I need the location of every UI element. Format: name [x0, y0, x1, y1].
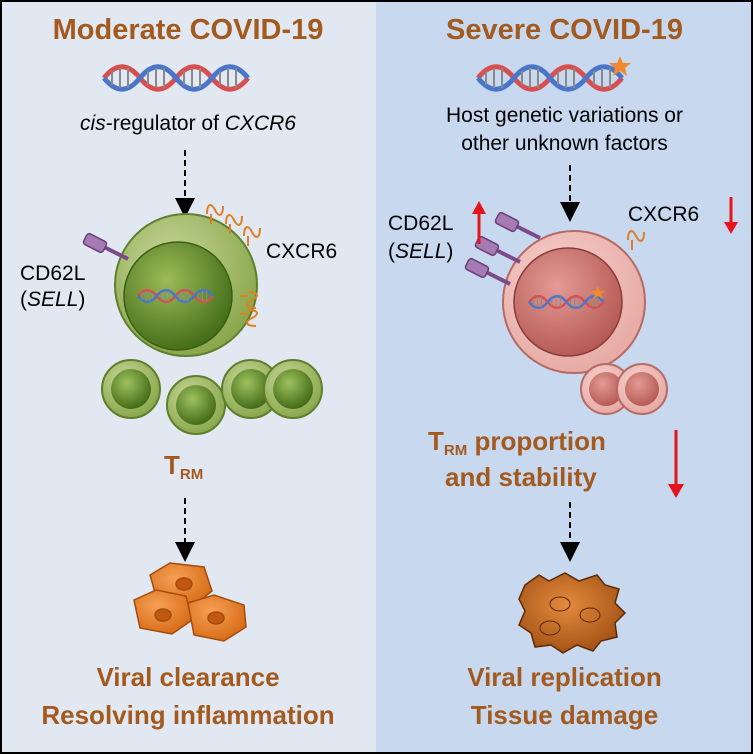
receptor-icon [206, 204, 261, 327]
trm-cell-healthy [114, 213, 258, 357]
regulator-mid: -regulator of [105, 112, 225, 135]
star-icon [609, 56, 631, 76]
left-regulator-label: cis-regulator of CXCR6 [0, 112, 376, 136]
left-cd62l-label: CD62L [20, 262, 86, 285]
right-title: Severe COVID-19 [446, 14, 683, 46]
down-arrow-icon [724, 197, 738, 234]
right-sell-gene: SELL [395, 240, 447, 263]
left-trm-main: T [164, 450, 180, 480]
right-outcome-2: Tissue damage [470, 700, 659, 730]
cell-cluster-icon [133, 562, 247, 642]
right-trm-sub: RM [443, 442, 468, 459]
left-sell-gene: SELL [27, 288, 79, 311]
up-arrow-icon [472, 201, 486, 244]
regulator-gene: CXCR6 [224, 112, 296, 135]
right-trm-line1: TRM proportion [428, 426, 606, 459]
right-outcome-1: Viral replication [467, 662, 662, 692]
star-icon [591, 286, 605, 299]
left-trm-sub: RM [179, 466, 204, 483]
receptor-icon [627, 230, 645, 250]
small-cells-severe [580, 363, 668, 415]
left-outcome-1: Viral clearance [96, 662, 280, 692]
left-outcome-2: Resolving inflammation [41, 700, 335, 730]
damaged-tissue-icon [518, 572, 627, 654]
right-cxcr6-label: CXCR6 [628, 203, 700, 226]
trm-cell-severe [502, 230, 646, 374]
left-title: Moderate COVID-19 [52, 14, 324, 46]
small-cells-healthy [101, 359, 323, 435]
right-factors-1: Host genetic variations or [446, 104, 683, 127]
down-arrow-icon [668, 430, 684, 498]
right-trm-line2: and stability [445, 462, 597, 492]
right-cd62l-label: CD62L [388, 212, 454, 235]
right-factors-2: other unknown factors [461, 132, 668, 155]
right-trm-rest: proportion [467, 426, 606, 456]
left-trm-label: TRM [164, 450, 203, 483]
left-cxcr6-label: CXCR6 [266, 240, 338, 263]
regulator-italic: cis [80, 112, 106, 135]
right-sell-label: (SELL) [388, 240, 454, 263]
right-trm-main: T [428, 426, 444, 456]
left-sell-label: (SELL) [20, 288, 86, 311]
